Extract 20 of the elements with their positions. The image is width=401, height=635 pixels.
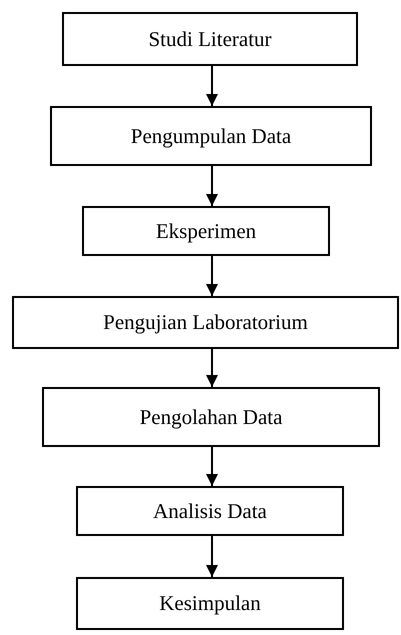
process-box (82, 206, 330, 256)
arrow (206, 166, 218, 206)
step-label: Pengujian Laboratorium (103, 310, 308, 335)
step-label: Pengumpulan Data (130, 124, 292, 148)
process-box (62, 12, 358, 66)
step-label: Eksperimen (156, 218, 256, 244)
step-label: Kesimpulan (159, 591, 261, 616)
process-box (76, 577, 344, 630)
arrow (206, 66, 218, 106)
step-label: Studi Literatur (148, 26, 272, 52)
step-label: Analisis Data (153, 498, 267, 524)
process-box (50, 106, 372, 166)
step-label: Pengolahan Data (140, 404, 282, 430)
process-box (76, 486, 344, 536)
arrow (206, 536, 218, 577)
arrow (206, 447, 218, 486)
process-box (42, 387, 380, 447)
arrow (206, 256, 218, 296)
process-box (12, 296, 399, 349)
arrow (206, 349, 218, 387)
